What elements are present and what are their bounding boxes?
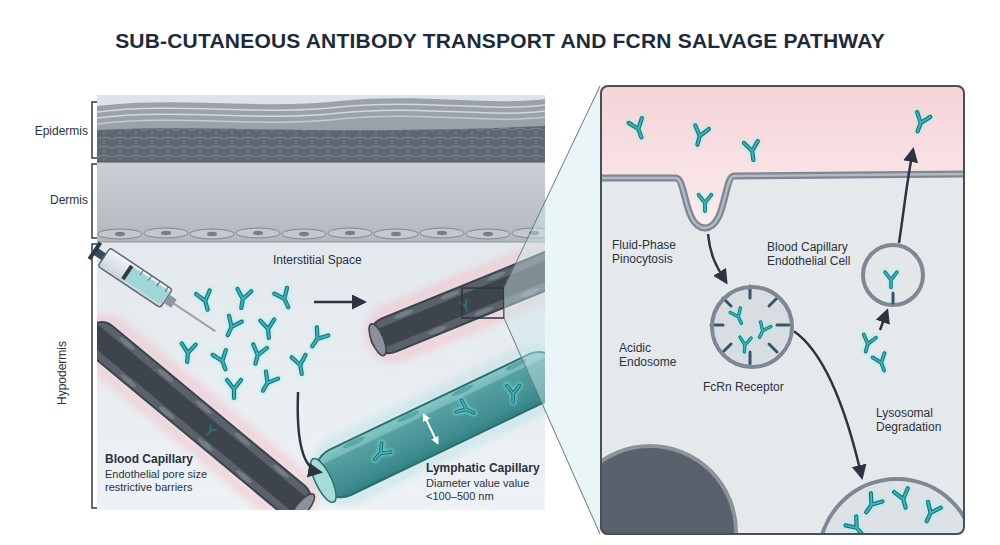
flow-connector <box>794 331 862 477</box>
antibody <box>260 319 276 338</box>
layer-label: Epidermis <box>10 124 88 138</box>
diagram-title: SUB-CUTANEOUS ANTIBODY TRANSPORT AND FCR… <box>0 29 1000 53</box>
antibody <box>180 343 196 362</box>
antibody <box>691 125 709 146</box>
antibody <box>755 322 771 340</box>
antibody <box>873 353 890 373</box>
node-heading: Interstitial Space <box>273 253 385 267</box>
antibody <box>221 316 241 338</box>
antibody <box>861 493 883 516</box>
flow-arrow <box>899 150 913 243</box>
flow-connector <box>298 392 320 472</box>
antibody <box>744 141 760 161</box>
antibody <box>227 380 241 398</box>
node-body: Endothelial pore size restrictive barrie… <box>105 468 229 494</box>
antibody <box>911 112 930 134</box>
zoom-line <box>504 318 600 534</box>
antibody <box>629 118 648 140</box>
process-label: Fluid-Phase Pinocytosis <box>612 238 692 266</box>
node-heading: Lymphatic Capillary <box>426 461 544 475</box>
flow-arrow <box>880 311 887 330</box>
node-body: Diameter value value <100–500 nm <box>426 477 544 503</box>
antibody <box>307 327 329 350</box>
antibody <box>845 516 867 535</box>
zoom-panel: Blood Capillary Endothelial CellAcidic E… <box>600 85 965 535</box>
layer-label: Dermis <box>10 193 88 207</box>
antibody <box>249 344 267 365</box>
antibody <box>234 289 251 309</box>
antibody <box>196 290 214 311</box>
fcrn-receptor <box>711 286 789 364</box>
receptor-label: FcRn Receptor <box>703 380 803 394</box>
syringe <box>87 241 222 341</box>
node-heading: Blood Capillary Endothelial Cell <box>767 240 879 268</box>
antibody <box>699 195 712 211</box>
antibody <box>292 355 309 375</box>
layer-label: Hypodermis <box>55 331 69 415</box>
antibody <box>860 334 876 353</box>
interstitial-region: Interstitial Space <box>175 250 389 392</box>
nucleus <box>600 446 736 535</box>
capillary-callout: Blood CapillaryEndothelial pore size res… <box>100 450 290 504</box>
flow-arrow <box>708 234 726 282</box>
skin-section <box>97 95 545 510</box>
antibody <box>274 288 294 310</box>
node-heading: Blood Capillary <box>105 452 275 466</box>
lymphatic-capillary: Lymphatic CapillaryDiameter value value … <box>320 370 548 508</box>
lymphatic-vessel <box>303 339 545 510</box>
node-heading: Acidic Endosome <box>619 341 685 369</box>
node-heading: Lysosomal Degradation <box>876 406 965 434</box>
blood-capillary <box>97 310 323 510</box>
antibody <box>739 337 751 352</box>
endothelial-cell-zoom <box>600 85 965 535</box>
antibody <box>920 502 940 524</box>
antibody <box>257 372 278 395</box>
zoom-line <box>504 86 600 288</box>
antibody <box>894 488 912 509</box>
antibody <box>213 350 232 372</box>
antibody <box>730 308 746 326</box>
flow-arrow <box>314 301 364 304</box>
lysosome-fill <box>817 477 965 535</box>
zoom-box <box>462 288 504 318</box>
endosome: Acidic Endosome <box>710 285 794 369</box>
recycling-vesicle <box>863 245 923 305</box>
lysosome: Lysosomal Degradation <box>817 477 965 535</box>
antibody <box>885 272 897 287</box>
